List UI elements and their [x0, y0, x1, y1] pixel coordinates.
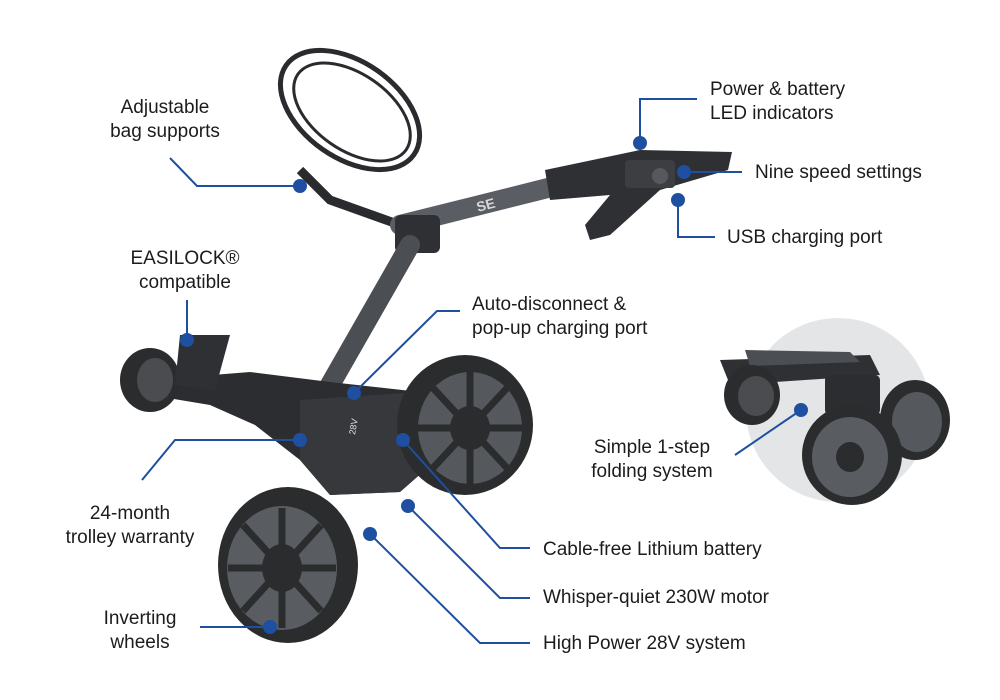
label-line: Power & battery	[710, 79, 846, 100]
label-line: wheels	[110, 632, 170, 653]
label-line: Adjustable	[120, 97, 210, 118]
label-system: High Power 28V system	[543, 632, 746, 656]
dot-disconnect	[347, 386, 361, 400]
dot-folding	[794, 403, 808, 417]
label-line: pop-up charging port	[472, 318, 648, 339]
handle-logo: SE	[475, 195, 497, 215]
label-line: trolley warranty	[65, 527, 195, 548]
front-wheel	[120, 335, 230, 412]
leader-lines	[141, 98, 802, 644]
leader-motor	[407, 505, 530, 599]
label-line: High Power 28V system	[543, 633, 746, 654]
label-line: Simple 1-step	[593, 437, 711, 458]
dot-led	[633, 136, 647, 150]
dot-motor	[401, 499, 415, 513]
voltage-mark: 28V	[347, 418, 360, 436]
label-line: bag supports	[110, 121, 220, 142]
dot-bag-supports	[293, 179, 307, 193]
leader-battery	[402, 439, 530, 549]
leader-led	[639, 98, 697, 143]
leader-warranty	[141, 439, 300, 481]
label-line: Whisper-quiet 230W motor	[543, 587, 769, 608]
dot-easilock	[180, 333, 194, 347]
label-disconnect: Auto-disconnect & pop-up charging port	[472, 293, 647, 341]
dot-warranty	[293, 433, 307, 447]
label-line: folding system	[591, 461, 713, 482]
dot-system	[363, 527, 377, 541]
bag-support-ring	[277, 47, 423, 173]
label-battery: Cable-free Lithium battery	[543, 538, 762, 562]
dot-usb	[671, 193, 685, 207]
label-line: Inverting	[103, 608, 177, 629]
label-bag-supports: Adjustable bag supports	[90, 96, 240, 144]
leader-disconnect	[353, 310, 460, 394]
label-line: USB charging port	[727, 227, 883, 248]
rear-right-wheel	[397, 355, 533, 495]
label-line: Nine speed settings	[755, 162, 922, 183]
label-easilock: EASILOCK® compatible	[110, 247, 260, 295]
main-tube	[320, 235, 420, 395]
dot-wheels	[263, 620, 277, 634]
label-line: Auto-disconnect &	[472, 294, 627, 315]
leader-usb	[677, 200, 715, 238]
folded-trolley	[720, 350, 950, 505]
leader-system	[369, 533, 530, 644]
leader-folding	[734, 409, 802, 456]
label-line: EASILOCK®	[130, 248, 240, 269]
label-led: Power & battery LED indicators	[710, 78, 845, 126]
label-line: 24-month	[89, 503, 171, 524]
label-usb: USB charging port	[727, 226, 882, 250]
label-folding: Simple 1-step folding system	[572, 436, 732, 484]
main-trolley: SE 28V	[120, 47, 732, 643]
callout-dots	[180, 136, 808, 634]
label-warranty: 24-month trolley warranty	[40, 502, 220, 550]
rear-left-wheel	[218, 487, 358, 643]
label-line: LED indicators	[710, 103, 834, 124]
label-speed: Nine speed settings	[755, 161, 922, 185]
leader-bag-supports	[169, 157, 300, 187]
dot-speed	[677, 165, 691, 179]
dot-battery	[396, 433, 410, 447]
label-line: Cable-free Lithium battery	[543, 539, 762, 560]
label-motor: Whisper-quiet 230W motor	[543, 586, 769, 610]
label-wheels: Inverting wheels	[80, 607, 200, 655]
label-line: compatible	[139, 272, 231, 293]
